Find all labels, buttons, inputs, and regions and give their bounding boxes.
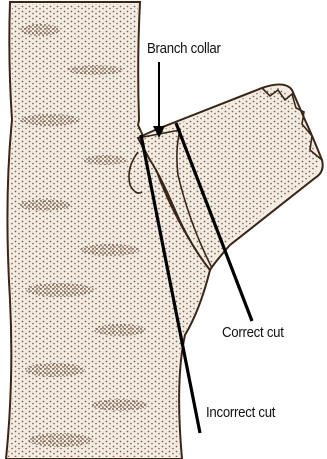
- branch-collar-label: Branch collar: [147, 40, 221, 57]
- incorrect-cut-label: Incorrect cut: [206, 404, 275, 421]
- correct-cut-label: Correct cut: [222, 324, 284, 341]
